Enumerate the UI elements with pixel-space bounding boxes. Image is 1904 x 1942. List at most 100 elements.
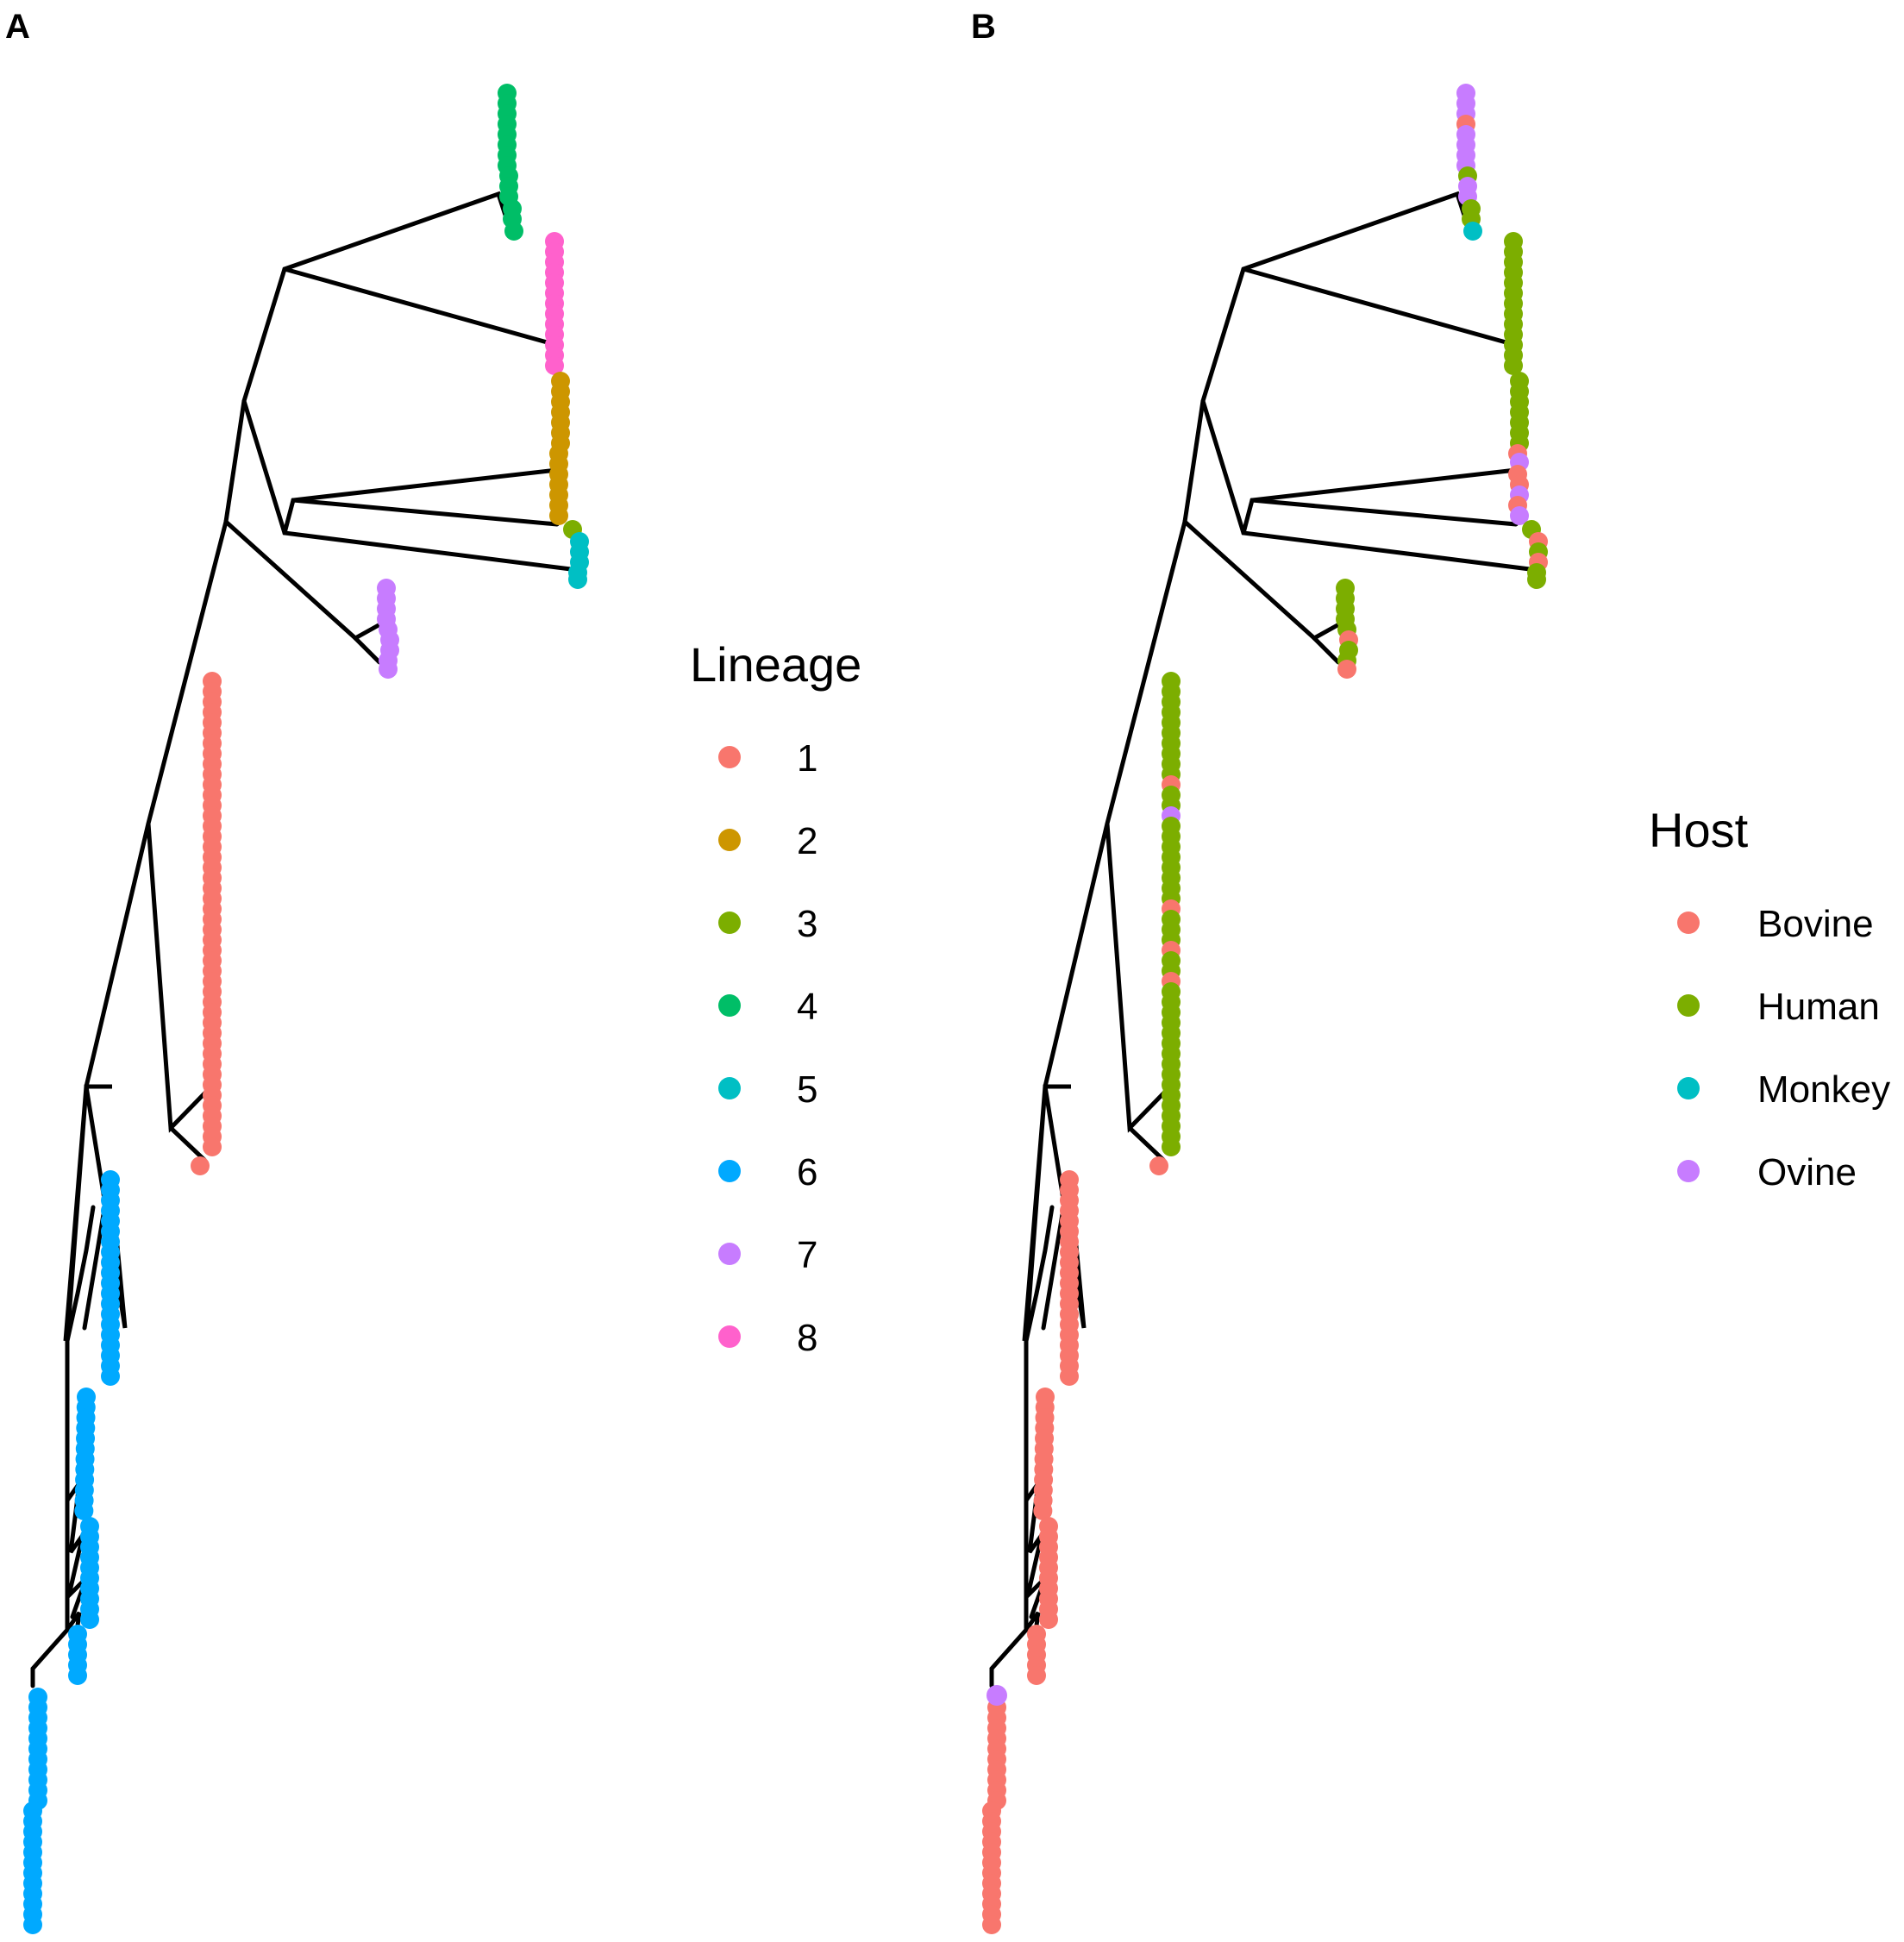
clade-lineage-4 <box>498 84 523 241</box>
tip-point <box>1504 356 1523 375</box>
legend-entry-4: 4 <box>718 986 817 1028</box>
tree-branch <box>1127 1125 1166 1162</box>
panel-b: B <box>971 8 1890 1934</box>
tree-branch <box>223 191 513 524</box>
legend-swatch <box>1677 911 1700 934</box>
legend-entry-monkey: Monkey <box>1677 1068 1890 1111</box>
legend-entry-5: 5 <box>718 1068 817 1111</box>
tip-points-b <box>982 84 1548 1934</box>
tree-branch <box>291 498 560 527</box>
legend-swatch <box>718 1243 741 1265</box>
clade-lineage-6 <box>23 1170 120 1934</box>
tree-branch <box>1312 636 1341 665</box>
tip-point <box>1060 1367 1079 1386</box>
tip-point <box>23 1915 42 1934</box>
tree-branch <box>84 823 210 1133</box>
tip-point <box>568 570 587 589</box>
legend-entry-ovine: Ovine <box>1677 1151 1857 1193</box>
tree-branch <box>282 266 553 346</box>
legend-title-host: Host <box>1649 803 1749 857</box>
legend-label: Human <box>1757 986 1880 1028</box>
clade-host-mixed <box>1508 444 1548 589</box>
panel-letter-a: A <box>5 8 30 46</box>
legend-entry-7: 7 <box>718 1234 817 1276</box>
legend-swatch <box>718 1325 741 1348</box>
tip-point <box>982 1915 1001 1934</box>
tree-branch <box>146 517 389 826</box>
tip-point <box>379 660 398 679</box>
tip-point <box>545 356 564 375</box>
tip-point <box>1027 1666 1046 1685</box>
tree-branch <box>65 1205 96 1344</box>
tip-point <box>191 1156 210 1175</box>
tip-point <box>1149 1156 1168 1175</box>
panel-a: A <box>5 8 861 1934</box>
clade-lineage-2 <box>549 372 570 525</box>
tree-branch <box>1043 823 1168 1133</box>
legend-entry-bovine: Bovine <box>1677 903 1874 945</box>
tree-branch <box>1250 498 1519 527</box>
panel-letter-b: B <box>971 8 996 46</box>
legend-label: 7 <box>797 1234 817 1276</box>
tip-point <box>80 1610 99 1629</box>
legend-entry-3: 3 <box>718 903 817 945</box>
tree-branch <box>353 636 382 665</box>
legend-entry-human: Human <box>1677 986 1880 1028</box>
legend-swatch <box>1677 994 1700 1017</box>
legend-label: Ovine <box>1757 1151 1857 1193</box>
legend-title-lineage: Lineage <box>690 637 861 692</box>
tip-point <box>1527 570 1546 589</box>
legend-label: Monkey <box>1757 1068 1890 1111</box>
tip-points-a <box>23 84 589 1934</box>
legend-label: 6 <box>797 1151 817 1193</box>
legend-label: Bovine <box>1757 903 1874 945</box>
tip-point <box>68 1666 87 1685</box>
tree-branch <box>30 1084 128 1688</box>
tip-point <box>74 1501 94 1520</box>
legend-entry-1: 1 <box>718 737 817 780</box>
legend-label: 4 <box>797 986 817 1028</box>
tree-branch <box>1182 191 1472 524</box>
legend-label: 2 <box>797 820 817 862</box>
tip-point <box>986 1685 1007 1706</box>
clade-lineage-5 <box>568 532 589 589</box>
tree-branch <box>168 1125 207 1162</box>
tree-branches-b <box>989 191 1539 1688</box>
legend-entry-8: 8 <box>718 1317 817 1359</box>
tip-point <box>504 222 523 241</box>
tip-point <box>1162 1137 1181 1156</box>
legend-swatch <box>1677 1160 1700 1182</box>
legend-label: 3 <box>797 903 817 945</box>
clade-lineage-7 <box>377 579 399 679</box>
tip-point <box>1337 660 1356 679</box>
legend-swatch <box>718 829 741 851</box>
clade-lineage-8 <box>545 232 564 375</box>
legend-swatch <box>718 911 741 934</box>
tree-branch <box>1024 1205 1055 1344</box>
legend-entry-2: 2 <box>718 820 817 862</box>
tree-branch <box>1105 517 1348 826</box>
legend-label: 5 <box>797 1068 817 1111</box>
legend-swatch <box>718 1160 741 1182</box>
legend-host: Host Bovine Human Monkey Ovine <box>1649 803 1890 1193</box>
legend-swatch <box>718 994 741 1017</box>
legend-lineage: Lineage 1 2 3 4 5 6 7 8 <box>690 637 861 1359</box>
clade-host-bovine <box>982 1170 1079 1934</box>
tip-point <box>549 506 568 525</box>
tip-point <box>203 1137 222 1156</box>
clade-host-human-2 <box>1336 579 1358 679</box>
tip-point <box>1039 1610 1058 1629</box>
legend-label: 8 <box>797 1317 817 1359</box>
clade-host-top <box>1456 84 1482 241</box>
legend-swatch <box>718 1077 741 1099</box>
tip-point <box>1033 1501 1053 1520</box>
legend-label: 1 <box>797 737 817 780</box>
legend-entry-6: 6 <box>718 1151 817 1193</box>
tip-point <box>1510 506 1529 525</box>
tree-branches-a <box>30 191 580 1688</box>
legend-swatch <box>1677 1077 1700 1099</box>
clade-host-human-3 <box>1149 672 1181 1175</box>
tip-point <box>1463 222 1482 241</box>
clade-lineage-1 <box>191 672 222 1175</box>
